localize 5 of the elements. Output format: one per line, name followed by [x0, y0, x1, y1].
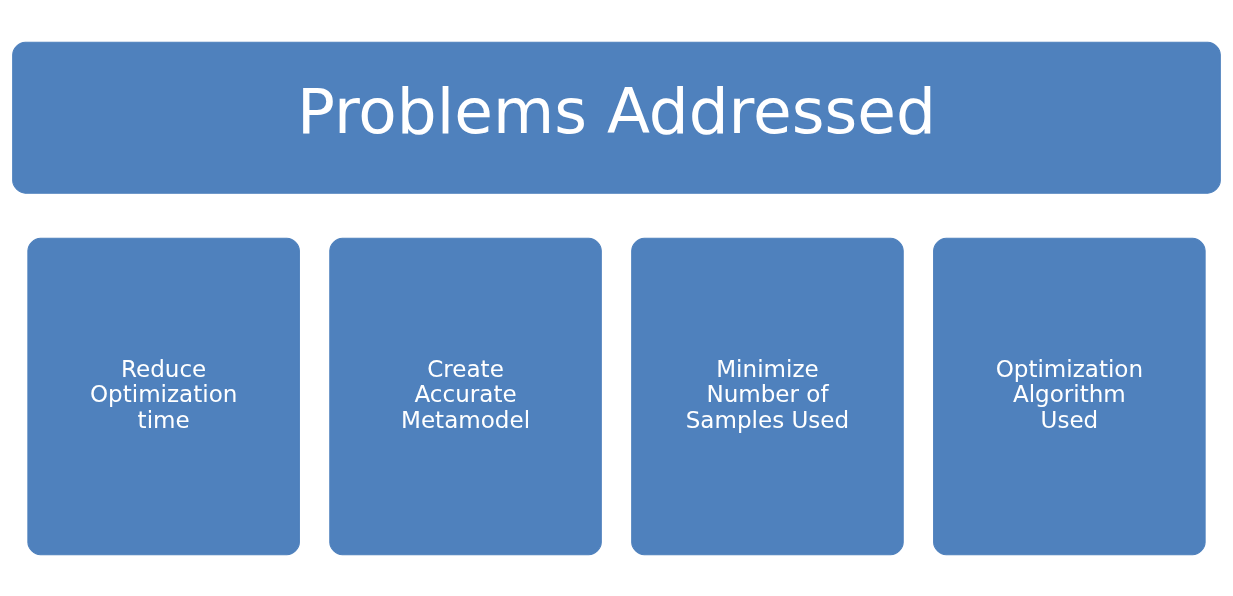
node-box: Minimize Number of Samples Used: [631, 237, 904, 555]
node-box: Create Accurate Metamodel: [329, 237, 602, 555]
node-box: Optimization Algorithm Used: [933, 237, 1206, 555]
node-box: Problems Addressed: [12, 41, 1221, 194]
node-box: Reduce Optimization time: [27, 237, 300, 555]
